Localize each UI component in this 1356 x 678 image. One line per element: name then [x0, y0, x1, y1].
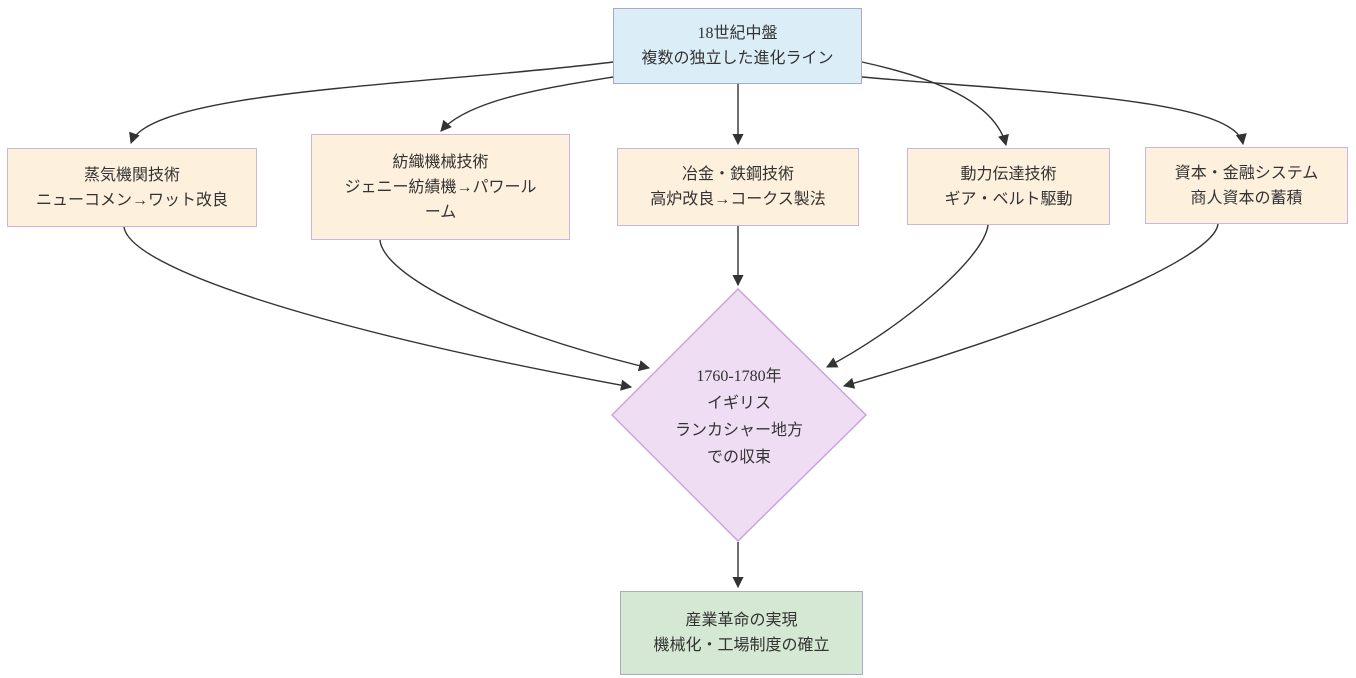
- edge-origin-power: [861, 61, 1009, 147]
- node-textile-tech: 紡織機械技術 ジェニー紡績機→パワール ーム: [311, 134, 570, 240]
- node-capital-finance: 資本・金融システム 商人資本の蓄積: [1145, 147, 1348, 224]
- edge-textile-convergence: [379, 239, 651, 372]
- node-convergence-label: 1760-1780年 イギリス ランカシャー地方 での収束: [674, 368, 803, 466]
- node-steam-tech-label: 蒸気機関技術 ニューコメン→ワット改良: [35, 166, 228, 209]
- node-power-transmission-tech-label: 動力伝達技術 ギア・ベルト駆動: [944, 165, 1073, 208]
- node-steam-tech: 蒸気機関技術 ニューコメン→ワット改良: [7, 148, 257, 227]
- edge-power-convergence: [826, 224, 989, 368]
- node-result: 産業革命の実現 機械化・工場制度の確立: [620, 591, 863, 675]
- edge-capital-convergence: [842, 223, 1219, 389]
- edge-origin-capital: [861, 76, 1247, 146]
- node-metallurgy-tech-label: 冶金・鉄鋼技術 高炉改良→コークス製法: [650, 166, 826, 208]
- node-metallurgy-tech: 冶金・鉄鋼技術 高炉改良→コークス製法: [617, 148, 859, 226]
- node-convergence-shape: [611, 288, 867, 542]
- node-capital-finance-label: 資本・金融システム 商人資本の蓄積: [1174, 164, 1319, 207]
- edge-steam-convergence: [123, 226, 633, 391]
- node-origin: 18世紀中盤 複数の独立した進化ライン: [613, 8, 862, 84]
- node-textile-tech-label: 紡織機械技術 ジェニー紡績機→パワール ーム: [344, 153, 537, 221]
- node-power-transmission-tech: 動力伝達技術 ギア・ベルト駆動: [907, 148, 1110, 225]
- edge-origin-textile: [440, 76, 614, 132]
- node-origin-label: 18世紀中盤 複数の独立した進化ライン: [641, 25, 834, 67]
- node-result-label: 産業革命の実現 機械化・工場制度の確立: [653, 612, 830, 654]
- edge-origin-steam: [129, 61, 614, 145]
